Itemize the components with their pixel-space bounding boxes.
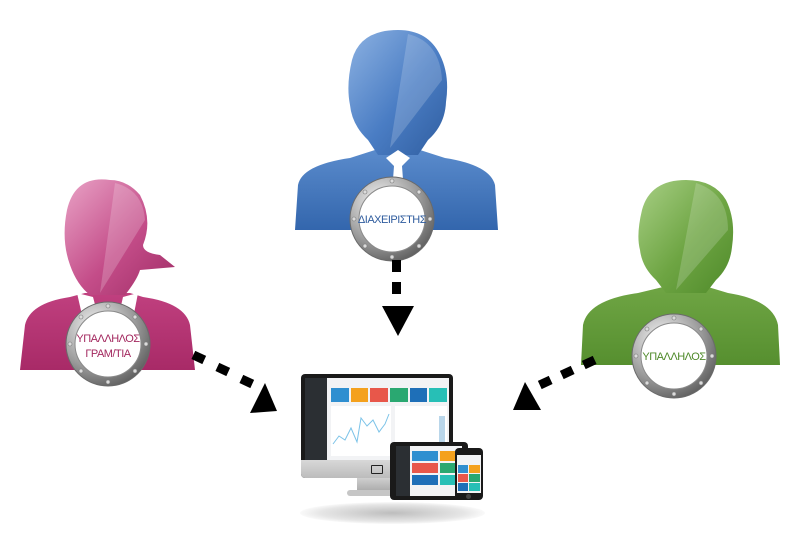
line-chart [332,413,390,445]
card-row [331,388,448,402]
tablet-card [412,463,438,473]
phone-card [469,483,480,491]
phone-screen [457,455,481,493]
tablet-card [440,463,460,473]
system-devices [295,370,495,540]
phone-card [469,465,480,473]
stat-card [429,388,448,402]
tablet-sidebar [396,446,410,496]
phone [455,448,483,500]
arrow-secretary-to-system [191,350,277,413]
tablet-card [412,451,438,461]
stat-card [370,388,389,402]
secretary-label-line-1: ΥΠΑΛΛΗΛΟΣ [76,333,140,345]
line-chart-panel [331,406,391,456]
tablet-card [440,451,460,461]
arrow-employee-to-system [513,355,597,410]
sidebar [305,378,327,460]
monitor-base [347,490,407,496]
tablet-card [412,475,438,485]
stat-card [409,388,428,402]
phone-card [469,474,480,482]
secretary-badge: ΥΠΑΛΛΗΛΟΣ ΓΡΑΜ/ΤΙΑ [64,300,152,388]
employee-badge: ΥΠΑΛΛΗΛΟΣ [630,312,718,400]
monitor-logo-icon [371,465,383,474]
monitor [301,374,453,478]
stat-card [390,388,408,402]
phone-card [458,483,468,491]
arrow-admin-to-system [382,260,414,336]
tablet-card [440,475,460,485]
admin-badge: ΔΙΑΧΕΙΡΙΣΤΗΣ [348,175,436,263]
phone-home-button [466,494,471,499]
secretary-label-line-2: ΓΡΑΜ/ΤΙΑ [85,348,131,360]
employee-label: ΥΠΑΛΛΗΛΟΣ [642,351,706,363]
stat-card [331,388,349,402]
monitor-stand [357,478,397,492]
device-shadow [300,502,485,524]
admin-label: ΔΙΑΧΕΙΡΙΣΤΗΣ [358,214,427,226]
phone-card [458,474,468,482]
stat-card [350,388,369,402]
tablet-screen [396,446,462,496]
phone-card [458,465,468,473]
